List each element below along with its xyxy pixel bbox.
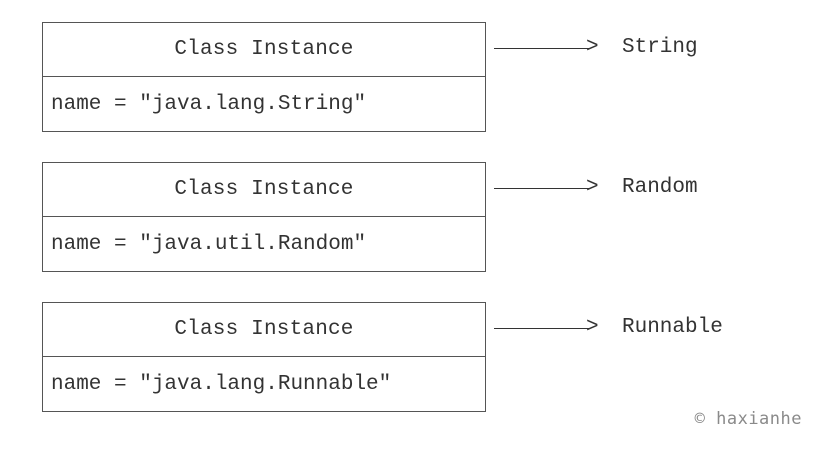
arrow-line bbox=[494, 188, 590, 189]
target-class-label: Runnable bbox=[622, 316, 723, 339]
arrow-line bbox=[494, 48, 590, 49]
arrow-head-icon: > bbox=[586, 176, 599, 199]
box-header: Class Instance bbox=[43, 163, 485, 217]
arrow-head-icon: > bbox=[586, 36, 599, 59]
box-header: Class Instance bbox=[43, 23, 485, 77]
copyright-watermark: © haxianhe bbox=[694, 409, 802, 429]
arrow-line bbox=[494, 328, 590, 329]
diagram-row-runnable: Class Instance name = "java.lang.Runnabl… bbox=[0, 302, 824, 414]
arrow-icon: > bbox=[494, 316, 604, 339]
diagram-row-string: Class Instance name = "java.lang.String"… bbox=[0, 22, 824, 134]
arrow-head-icon: > bbox=[586, 316, 599, 339]
arrow-icon: > bbox=[494, 176, 604, 199]
box-name-field: name = "java.lang.String" bbox=[51, 92, 367, 116]
class-instance-box: Class Instance name = "java.lang.Runnabl… bbox=[42, 302, 486, 412]
class-instance-box: Class Instance name = "java.lang.String" bbox=[42, 22, 486, 132]
arrow-icon: > bbox=[494, 36, 604, 59]
box-name-field: name = "java.lang.Runnable" bbox=[51, 372, 392, 396]
target-class-label: String bbox=[622, 36, 698, 59]
class-instance-box: Class Instance name = "java.util.Random" bbox=[42, 162, 486, 272]
box-header: Class Instance bbox=[43, 303, 485, 357]
target-class-label: Random bbox=[622, 176, 698, 199]
box-name-field: name = "java.util.Random" bbox=[51, 232, 367, 256]
diagram-row-random: Class Instance name = "java.util.Random"… bbox=[0, 162, 824, 274]
